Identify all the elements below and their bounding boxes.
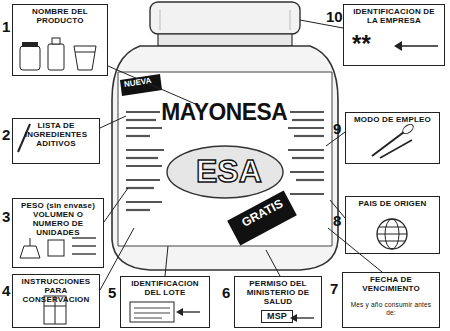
box-heading: FECHA DE VENCIMIENTO <box>346 275 436 293</box>
info-box: PESO (sin envase) VOLUMEN O NUMERO DE UN… <box>12 198 104 268</box>
box-heading: IDENTIFICACION DEL LOTE <box>124 279 206 297</box>
callout-number: 7 <box>330 280 338 297</box>
callout-number: 2 <box>2 126 10 143</box>
box-heading: MODO DE EMPLEO <box>349 115 436 124</box>
box-heading: IDENTIFICACION DE LA EMPRESA <box>347 7 441 25</box>
info-box: FECHA DE VENCIMIENTO Mes y año consumir a… <box>342 272 440 328</box>
info-box: LISTA DE INGREDIENTES ADITIVOS <box>12 118 100 164</box>
callout-number: 9 <box>333 120 341 137</box>
callout-number: 8 <box>333 212 341 229</box>
callout-number: 6 <box>222 284 230 301</box>
oval-brand: ESA <box>196 153 262 190</box>
box-detail: Mes y año consumir antes de: <box>346 301 436 316</box>
callout-number: 1 <box>2 18 10 35</box>
box-heading: PERMISO DEL MINISTERIO DE SALUD <box>238 279 318 306</box>
info-box: NOMBRE DEL PRODUCTO <box>12 4 108 76</box>
callout-number: 3 <box>2 208 10 225</box>
box-heading: PESO (sin envase) VOLUMEN O NUMERO DE UN… <box>16 201 100 237</box>
box-heading: PAIS DE ORIGEN <box>349 199 436 208</box>
box-heading: LISTA DE INGREDIENTES ADITIVOS <box>16 121 96 148</box>
info-box: IDENTIFICACION DE LA EMPRESA ** <box>343 4 445 66</box>
callout-number: 5 <box>108 284 116 301</box>
info-box: PAIS DE ORIGEN <box>345 196 440 254</box>
box-detail: ** <box>352 31 371 57</box>
box-heading: NOMBRE DEL PRODUCTO <box>16 7 104 25</box>
info-box: MODO DE EMPLEO <box>345 112 440 164</box>
info-box: PERMISO DEL MINISTERIO DE SALUD MSP <box>234 276 322 328</box>
jar-brand: MAYONESA <box>161 98 287 126</box>
box-heading: INSTRUCCIONES PARA CONSERVACION <box>16 277 96 304</box>
info-box: IDENTIFICACION DEL LOTE <box>120 276 210 328</box>
box-detail: MSP <box>261 310 293 323</box>
callout-number: 10 <box>326 8 343 25</box>
info-box: INSTRUCCIONES PARA CONSERVACION <box>12 274 100 328</box>
callout-number: 4 <box>2 282 10 299</box>
